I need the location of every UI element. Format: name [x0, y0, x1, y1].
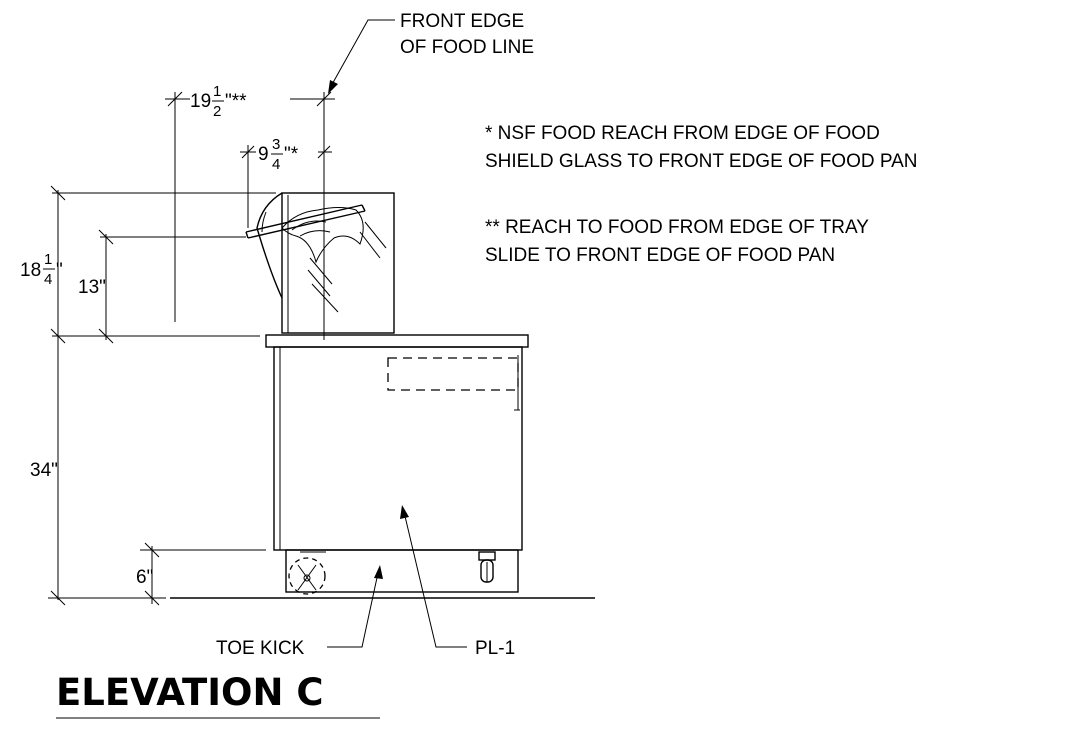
toe-kick-label: TOE KICK	[216, 638, 305, 659]
front-edge-leader	[329, 19, 395, 89]
svg-text:3: 3	[272, 136, 280, 153]
reach-note-line-2: SLIDE TO FRONT EDGE OF FOOD PAN	[485, 245, 835, 266]
svg-text:"*: "*	[284, 144, 299, 165]
dim-18-label: 18 1 4 "	[20, 251, 63, 288]
svg-text:"**: "**	[225, 91, 247, 112]
nsf-note-line-2: SHIELD GLASS TO FRONT EDGE OF FOOD PAN	[485, 151, 918, 172]
tick-13-top	[98, 229, 114, 245]
food-shield	[245, 192, 395, 334]
svg-text:4: 4	[44, 271, 52, 288]
tick-34-bottom	[50, 590, 66, 606]
dim-19-tick-left	[167, 91, 183, 107]
dim-9-label: 9 3 4 "*	[258, 136, 299, 173]
dim-34-label: 34"	[30, 460, 58, 481]
toe-kick-arrow	[374, 565, 383, 579]
svg-text:1: 1	[44, 251, 52, 268]
left-caster	[288, 551, 326, 595]
svg-text:18: 18	[20, 260, 41, 281]
svg-text:9: 9	[258, 144, 269, 165]
tick-18-bottom	[50, 328, 66, 344]
svg-text:19: 19	[190, 91, 211, 112]
nsf-note-line-1: * NSF FOOD REACH FROM EDGE OF FOOD	[485, 123, 880, 144]
dim-13-label: 13"	[78, 277, 106, 298]
tick-18-top	[50, 185, 66, 201]
drawer-outline	[387, 357, 519, 391]
drawing-title: ELEVATION C	[56, 671, 323, 714]
svg-text:4: 4	[272, 156, 280, 173]
tick-6-top	[144, 542, 160, 558]
svg-text:1: 1	[213, 83, 221, 100]
dim-19-tick-right	[316, 91, 332, 107]
front-edge-label-2: OF FOOD LINE	[400, 37, 534, 58]
toe-kick-base	[285, 549, 519, 593]
pl1-arrow	[400, 505, 409, 519]
toe-kick-leader	[327, 572, 379, 648]
tick-6-bottom	[144, 590, 160, 606]
countertop	[265, 334, 529, 348]
front-edge-label-1: FRONT EDGE	[400, 11, 524, 32]
cabinet-body	[273, 346, 523, 551]
dim-9-tick-left	[241, 145, 255, 159]
tick-13-bottom	[98, 328, 114, 344]
right-caster	[478, 551, 496, 583]
svg-text:2: 2	[213, 103, 221, 120]
dim-19-label: 19 1 2 "**	[190, 83, 247, 120]
dim-9-tick-right	[317, 145, 331, 159]
pl1-leader	[403, 511, 467, 648]
dim-6-label: 6"	[136, 567, 153, 588]
reach-note-line-1: ** REACH TO FOOD FROM EDGE OF TRAY	[485, 217, 869, 238]
svg-text:": "	[56, 260, 63, 281]
pl1-label: PL-1	[475, 638, 515, 659]
front-edge-arrow	[328, 80, 338, 94]
